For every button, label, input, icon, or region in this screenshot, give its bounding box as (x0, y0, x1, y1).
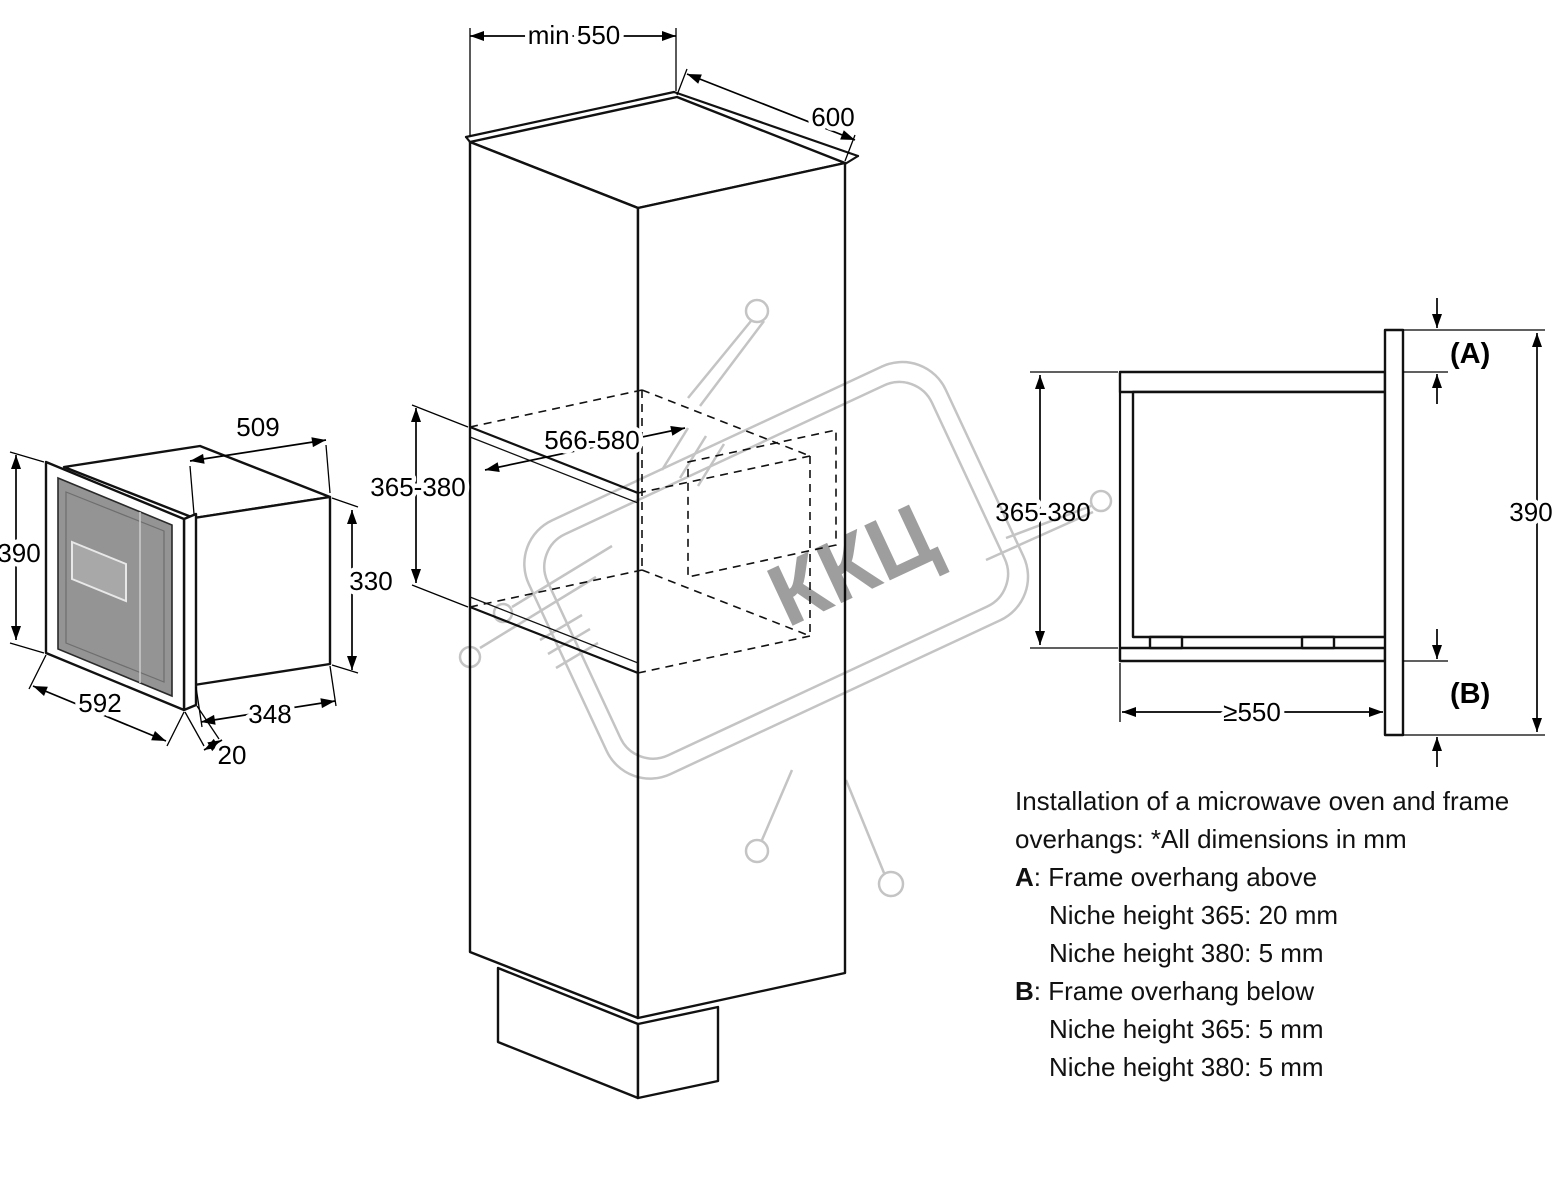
dim-20-label: 20 (218, 740, 247, 770)
dim-330: 330 (331, 497, 397, 674)
dim-365-380-cabinet-label: 365-380 (370, 472, 465, 502)
section-front-frame (1383, 328, 1405, 737)
dim-592-label: 592 (78, 688, 121, 718)
cabinet-plinth-side (636, 1005, 720, 1100)
dim-550-section: ≥550 (1119, 663, 1383, 732)
label-overhang-b: (B) (1450, 678, 1490, 710)
dim-600: 600 (676, 68, 859, 162)
notes-a-item-1: Niche height 365: 20 mm (1049, 900, 1339, 930)
microwave-right-face (192, 495, 332, 687)
notes-b-key: B (1015, 976, 1034, 1006)
dim-550-section-label: ≥550 (1223, 697, 1281, 727)
watermark-tag-outer (523, 360, 1030, 780)
section-microwave-body (1131, 390, 1387, 639)
notes-entry-b: B: Frame overhang below (1015, 972, 1563, 1010)
microwave-door-glass-inner-line (65, 491, 165, 683)
section-bottom-shelf (1118, 646, 1387, 663)
notes-entry-a: A: Frame overhang above (1015, 858, 1563, 896)
dim-min-550: min 550 (469, 16, 677, 136)
dim-390-microwave: 390 (0, 451, 45, 654)
section-foot-right (1300, 635, 1336, 650)
notes-b-title: : Frame overhang below (1033, 976, 1315, 1006)
section-top-panel (1118, 370, 1387, 394)
dim-390-section: 390 (1505, 333, 1557, 732)
dim-390-microwave-label: 390 (0, 538, 41, 568)
notes-a-title: : Frame overhang above (1033, 862, 1318, 892)
microwave-display-window (71, 540, 127, 603)
dim-592: 592 (28, 654, 185, 747)
cabinet-microwave-dashed-position (687, 429, 837, 578)
notes-b-item-1: Niche height 365: 5 mm (1049, 1014, 1324, 1044)
dim-overhang-a: (A) (1403, 298, 1494, 404)
dim-348-label: 348 (248, 699, 291, 729)
notes-line-1: Installation of a microwave oven and fra… (1015, 786, 1510, 816)
watermark-strings (458, 298, 1113, 898)
dim-365-380-cabinet: 365-380 (366, 404, 470, 608)
microwave-isometric-view: 509 390 592 348 330 (0, 408, 397, 775)
notes-line-2: overhangs: *All dimensions in mm (1015, 824, 1407, 854)
dim-330-label: 330 (349, 566, 392, 596)
dim-566-580: 566-580 (484, 421, 686, 473)
dim-20: 20 (184, 705, 251, 775)
label-overhang-a: (A) (1450, 338, 1490, 370)
dim-overhang-b: (B) (1403, 629, 1494, 767)
cabinet-right-face (636, 161, 847, 1020)
dim-509-label: 509 (236, 412, 279, 442)
notes-a-key: A (1015, 862, 1034, 892)
dim-390-section-label: 390 (1509, 497, 1552, 527)
notes-a-item-2: Niche height 380: 5 mm (1049, 938, 1324, 968)
watermark-tag-inner (543, 380, 1010, 760)
notes-b-item-2: Niche height 380: 5 mm (1049, 1052, 1324, 1082)
installation-notes: Installation of a microwave oven and fra… (1015, 782, 1563, 1086)
section-foot-left (1148, 635, 1184, 650)
dim-348: 348 (195, 665, 337, 734)
section-view: (A) (B) 390 365-380 ≥550 (991, 298, 1557, 767)
dim-566-580-label: 566-580 (544, 425, 639, 455)
microwave-door-edge (182, 512, 198, 712)
dim-600-label: 600 (811, 102, 854, 132)
dim-509: 509 (189, 408, 331, 515)
dim-min-550-label: min 550 (528, 20, 621, 50)
